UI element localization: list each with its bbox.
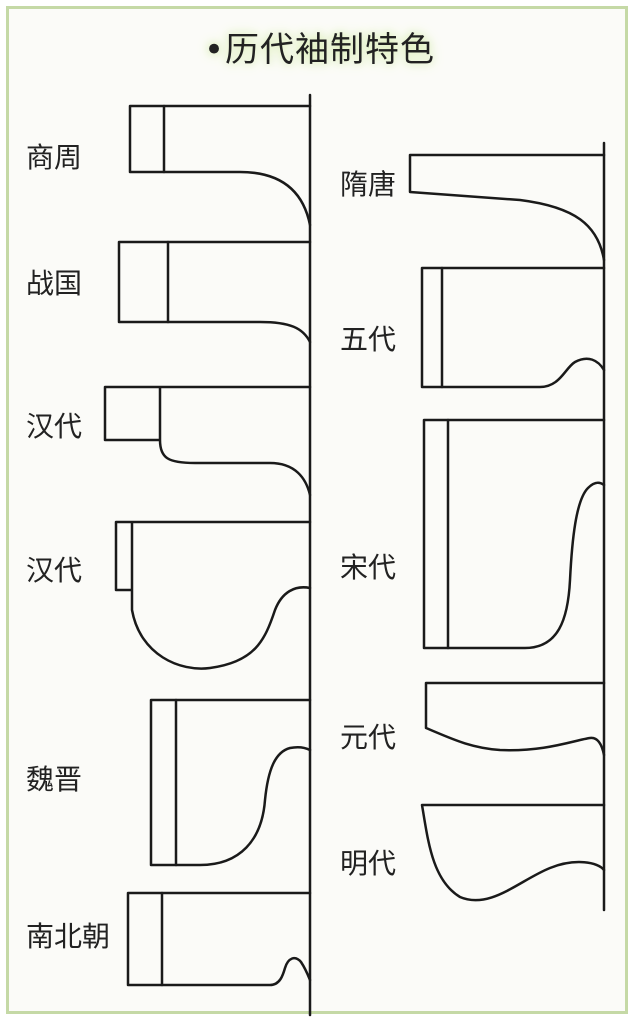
label-han-1: 汉代 <box>26 410 83 443</box>
label-nan-bei-chao: 南北朝 <box>26 920 111 953</box>
label-han-2: 汉代 <box>26 554 83 587</box>
diagram-frame <box>6 6 628 1014</box>
sleeve-han-1 <box>103 385 312 497</box>
label-ming: 明代 <box>340 847 397 880</box>
sleeve-yuan <box>424 681 606 757</box>
sleeve-han-2 <box>114 520 312 670</box>
diagram-title: •历代袖制特色 <box>203 30 436 70</box>
label-song: 宋代 <box>340 551 397 584</box>
label-wei-jin: 魏晋 <box>26 763 83 796</box>
sleeve-song <box>422 418 606 650</box>
sleeve-wei-jin <box>149 698 312 867</box>
sleeve-wu-dai <box>420 266 606 389</box>
label-shang-zhou: 商周 <box>26 141 83 174</box>
sleeve-ming <box>420 803 606 902</box>
label-sui-tang: 隋唐 <box>340 168 397 201</box>
sleeve-shang-zhou <box>128 104 312 227</box>
label-wu-dai: 五代 <box>340 323 397 356</box>
label-zhan-guo: 战国 <box>26 267 83 300</box>
sleeve-zhan-guo <box>117 240 312 344</box>
label-yuan: 元代 <box>340 721 397 754</box>
sleeve-sui-tang <box>408 153 606 262</box>
sleeve-nan-bei-chao <box>126 891 312 987</box>
